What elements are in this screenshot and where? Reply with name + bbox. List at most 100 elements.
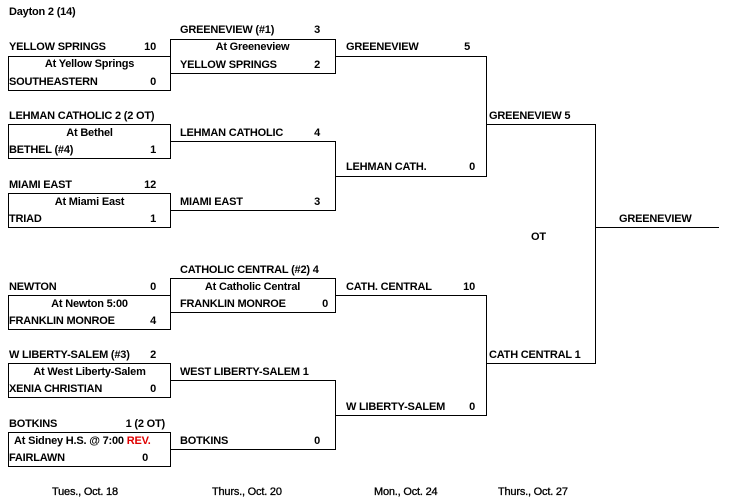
- bracket-line: [170, 278, 335, 279]
- bracket-line: [8, 363, 170, 364]
- team-score: 2: [314, 59, 320, 71]
- team-score: 0: [142, 452, 148, 464]
- game-site: At Bethel: [66, 127, 113, 139]
- team-name: CATHOLIC CENTRAL (#2) 4: [180, 264, 319, 276]
- team-name: W LIBERTY-SALEM (#3): [9, 349, 130, 361]
- team-score: 0: [322, 298, 328, 310]
- bracket-title: Dayton 2 (14): [9, 6, 76, 18]
- bracket-line: [170, 278, 171, 313]
- bracket-line: [170, 39, 171, 74]
- team-name: SOUTHEASTERN: [9, 76, 98, 88]
- bracket-line: [170, 312, 335, 313]
- bracket-line: [486, 295, 487, 416]
- game-site: At Catholic Central: [204, 281, 301, 293]
- game-site: At Yellow Springs: [44, 58, 135, 70]
- team-score: 12: [144, 179, 156, 191]
- team-name: FRANKLIN MONROE: [180, 298, 286, 310]
- team-name: LEHMAN CATHOLIC 2 (2 OT): [9, 110, 155, 122]
- bracket-line: [8, 124, 170, 125]
- bracket-line: [595, 227, 719, 228]
- bracket-line: [170, 73, 335, 74]
- team-name: FAIRLAWN: [9, 452, 65, 464]
- team-score: 5: [464, 41, 470, 53]
- team-score: 2: [150, 349, 156, 361]
- team-score: 1: [150, 213, 156, 225]
- date-final: Thurs., Oct. 27: [498, 486, 568, 498]
- team-name: LEHMAN CATH.: [346, 161, 427, 173]
- bracket-line: [8, 56, 170, 57]
- team-score: 4: [314, 127, 320, 139]
- team-score: 10: [463, 281, 475, 293]
- bracket-line: [8, 397, 170, 398]
- team-name: YELLOW SPRINGS: [9, 41, 106, 53]
- bracket-line: [486, 124, 595, 125]
- team-score: 0: [469, 161, 475, 173]
- overtime-note: OT: [531, 231, 546, 243]
- bracket-line: [335, 56, 486, 57]
- team-score: 0: [150, 281, 156, 293]
- bracket-line: [335, 295, 486, 296]
- team-name: XENIA CHRISTIAN: [9, 383, 103, 395]
- game-site: At Newton 5:00: [51, 298, 128, 310]
- bracket-line: [335, 176, 486, 177]
- team-name: GREENEVIEW: [346, 41, 419, 53]
- site-note: REV.: [126, 435, 151, 447]
- team-name: GREENEVIEW 5: [489, 110, 571, 122]
- game-site: At Sidney H.S. @ 7:00 REV.: [14, 435, 151, 448]
- team-score: 1: [150, 144, 156, 156]
- date-round1: Tues., Oct. 18: [52, 486, 118, 498]
- date-round3: Mon., Oct. 24: [374, 486, 438, 498]
- game-site: At Miami East: [54, 196, 125, 208]
- team-name: FRANKLIN MONROE: [9, 315, 115, 327]
- team-name: MIAMI EAST: [9, 179, 72, 191]
- game-site: At West Liberty-Salem: [33, 366, 146, 378]
- game-site: At Greeneview: [215, 41, 290, 53]
- bracket-line: [486, 363, 595, 364]
- team-name: CATH. CENTRAL: [346, 281, 432, 293]
- bracket-line: [8, 193, 170, 194]
- team-score: 0: [314, 435, 320, 447]
- team-score: 0: [469, 401, 475, 413]
- team-name: BETHEL (#4): [9, 144, 74, 156]
- team-score: 3: [314, 24, 320, 36]
- team-name: YELLOW SPRINGS: [180, 59, 277, 71]
- bracket-line: [170, 449, 335, 450]
- team-name: LEHMAN CATHOLIC: [180, 127, 284, 139]
- team-name: TRIAD: [9, 213, 42, 225]
- bracket-line: [8, 124, 9, 159]
- team-name: NEWTON: [9, 281, 57, 293]
- bracket-line: [170, 141, 335, 142]
- bracket-line: [170, 39, 335, 40]
- team-name: W LIBERTY-SALEM: [346, 401, 446, 413]
- bracket-line: [8, 227, 170, 228]
- bracket-line: [8, 432, 9, 467]
- team-name: BOTKINS: [9, 418, 58, 430]
- team-name: GREENEVIEW (#1): [180, 24, 275, 36]
- bracket-line: [8, 466, 170, 467]
- team-score: 4: [150, 315, 156, 327]
- team-name: CATH CENTRAL 1: [489, 349, 581, 361]
- date-round2: Thurs., Oct. 20: [212, 486, 282, 498]
- team-name: WEST LIBERTY-SALEM 1: [180, 366, 309, 378]
- bracket-line: [8, 295, 9, 330]
- bracket-line: [170, 210, 335, 211]
- bracket-line: [8, 295, 170, 296]
- team-score: 0: [150, 383, 156, 395]
- bracket-line: [170, 380, 335, 381]
- bracket-line: [8, 363, 9, 398]
- champion: GREENEVIEW: [619, 213, 692, 225]
- team-score: 1 (2 OT): [125, 418, 166, 430]
- team-score: 3: [314, 196, 320, 208]
- bracket-line: [8, 329, 170, 330]
- bracket-line: [8, 158, 170, 159]
- bracket-line: [8, 90, 170, 91]
- team-score: 10: [144, 41, 156, 53]
- bracket-line: [486, 56, 487, 177]
- site-text: At Sidney H.S. @ 7:00: [14, 435, 124, 447]
- team-name: MIAMI EAST: [180, 196, 243, 208]
- bracket-line: [8, 432, 170, 433]
- bracket-line: [8, 56, 9, 91]
- bracket-line: [8, 193, 9, 228]
- team-score: 0: [150, 76, 156, 88]
- bracket-line: [335, 415, 486, 416]
